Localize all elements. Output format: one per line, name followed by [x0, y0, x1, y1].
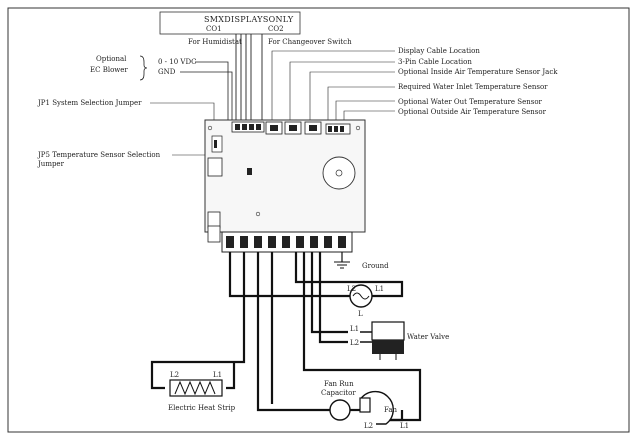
label-water-out: Optional Water Out Temperature Sensor: [398, 98, 543, 106]
header-thermostat: For Humidistat: [188, 38, 242, 46]
mounting-hole: [207, 125, 213, 131]
header-co1: CO1: [206, 25, 222, 33]
ec-lead-gnd: [180, 71, 233, 122]
label-fan-l2: L2: [364, 422, 373, 430]
terminal-screw: [240, 236, 248, 248]
jack-opening: [270, 125, 278, 131]
label-capacitor-line2: Capacitor: [321, 389, 356, 397]
terminal-screw: [282, 236, 290, 248]
label-heat-strip: Electric Heat Strip: [168, 404, 236, 412]
right-leaders: [271, 50, 395, 126]
label-source-l1-mark: L: [358, 310, 363, 318]
mounting-hole: [355, 125, 361, 131]
label-heat-l2: L2: [170, 371, 179, 379]
label-vdc: 0 - 10 VDC: [158, 58, 196, 66]
label-inside-sensor: Optional Inside Air Temperature Sensor J…: [398, 68, 558, 76]
label-gnd: GND: [158, 68, 176, 76]
relay-block: [207, 225, 221, 243]
fan-icon: [359, 390, 394, 425]
label-source-l2: L2: [347, 285, 356, 293]
sensor-pin: [334, 126, 338, 132]
sensor-pin: [328, 126, 332, 132]
ground-icon: [334, 261, 350, 269]
label-jp5-line2: Jumper: [37, 160, 65, 168]
capacitor-icon: [329, 399, 351, 421]
label-display-cable: Display Cable Location: [398, 47, 480, 55]
ec-brace: [139, 55, 148, 81]
outer-frame: [7, 7, 630, 433]
terminal-screw: [268, 236, 276, 248]
label-fan-l1: L1: [400, 422, 409, 430]
led-indicator: [214, 140, 217, 148]
terminal-block-pin: [256, 124, 261, 130]
terminal-screw: [226, 236, 234, 248]
chip: [247, 168, 252, 175]
terminal-screw: [338, 236, 346, 248]
label-optional: Optional: [96, 55, 127, 63]
terminal-strip: [221, 231, 353, 253]
terminal-block-pin: [235, 124, 240, 130]
terminal-block-pin: [249, 124, 254, 130]
terminal-screw: [310, 236, 318, 248]
sensor-pin: [340, 126, 344, 132]
label-heat-l1: L1: [213, 371, 222, 379]
label-pin-cable: 3-Pin Cable Location: [398, 58, 472, 66]
relay: [207, 157, 223, 177]
valve-lead: [360, 331, 372, 343]
terminal-screw: [254, 236, 262, 248]
header-leads: [235, 34, 263, 122]
jp1-leader: [150, 102, 215, 132]
label-valve-l2: L2: [350, 339, 359, 347]
header-changeover: For Changeover Switch: [268, 38, 352, 46]
header-title: SMXDISPLAYSONLY: [204, 15, 294, 24]
label-outside-air: Optional Outside Air Temperature Sensor: [398, 108, 547, 116]
terminal-block-pin: [242, 124, 247, 130]
main-wiring: [150, 252, 422, 422]
label-source-l1: L1: [375, 285, 384, 293]
terminal-screw: [296, 236, 304, 248]
ec-lead-vdc: [195, 61, 229, 122]
label-ground: Ground: [362, 262, 389, 270]
buzzer-center: [335, 169, 343, 177]
buzzer: [322, 156, 356, 190]
sine-wave: [352, 292, 370, 300]
water-valve-icon: [371, 321, 405, 360]
mounting-hole: [255, 211, 261, 217]
label-jp5-line1: JP5 Temperature Sensor Selection: [37, 151, 161, 159]
terminal-screw: [324, 236, 332, 248]
label-water-valve: Water Valve: [407, 333, 449, 341]
thermostat-terminal-block: [231, 121, 265, 133]
label-valve-l1: L1: [350, 325, 359, 333]
label-fan: Fan: [384, 406, 398, 414]
label-ec-blower: EC Blower: [90, 66, 128, 74]
label-water-inlet: Required Water Inlet Temperature Sensor: [398, 83, 548, 91]
label-jp1: JP1 System Selection Jumper: [37, 99, 142, 107]
header-co2: CO2: [268, 25, 284, 33]
label-capacitor-line1: Fan Run: [324, 380, 354, 388]
header-box: [159, 11, 301, 35]
heat-strip-icon: [169, 379, 223, 397]
jack-opening: [289, 125, 297, 131]
jack-opening: [309, 125, 317, 131]
